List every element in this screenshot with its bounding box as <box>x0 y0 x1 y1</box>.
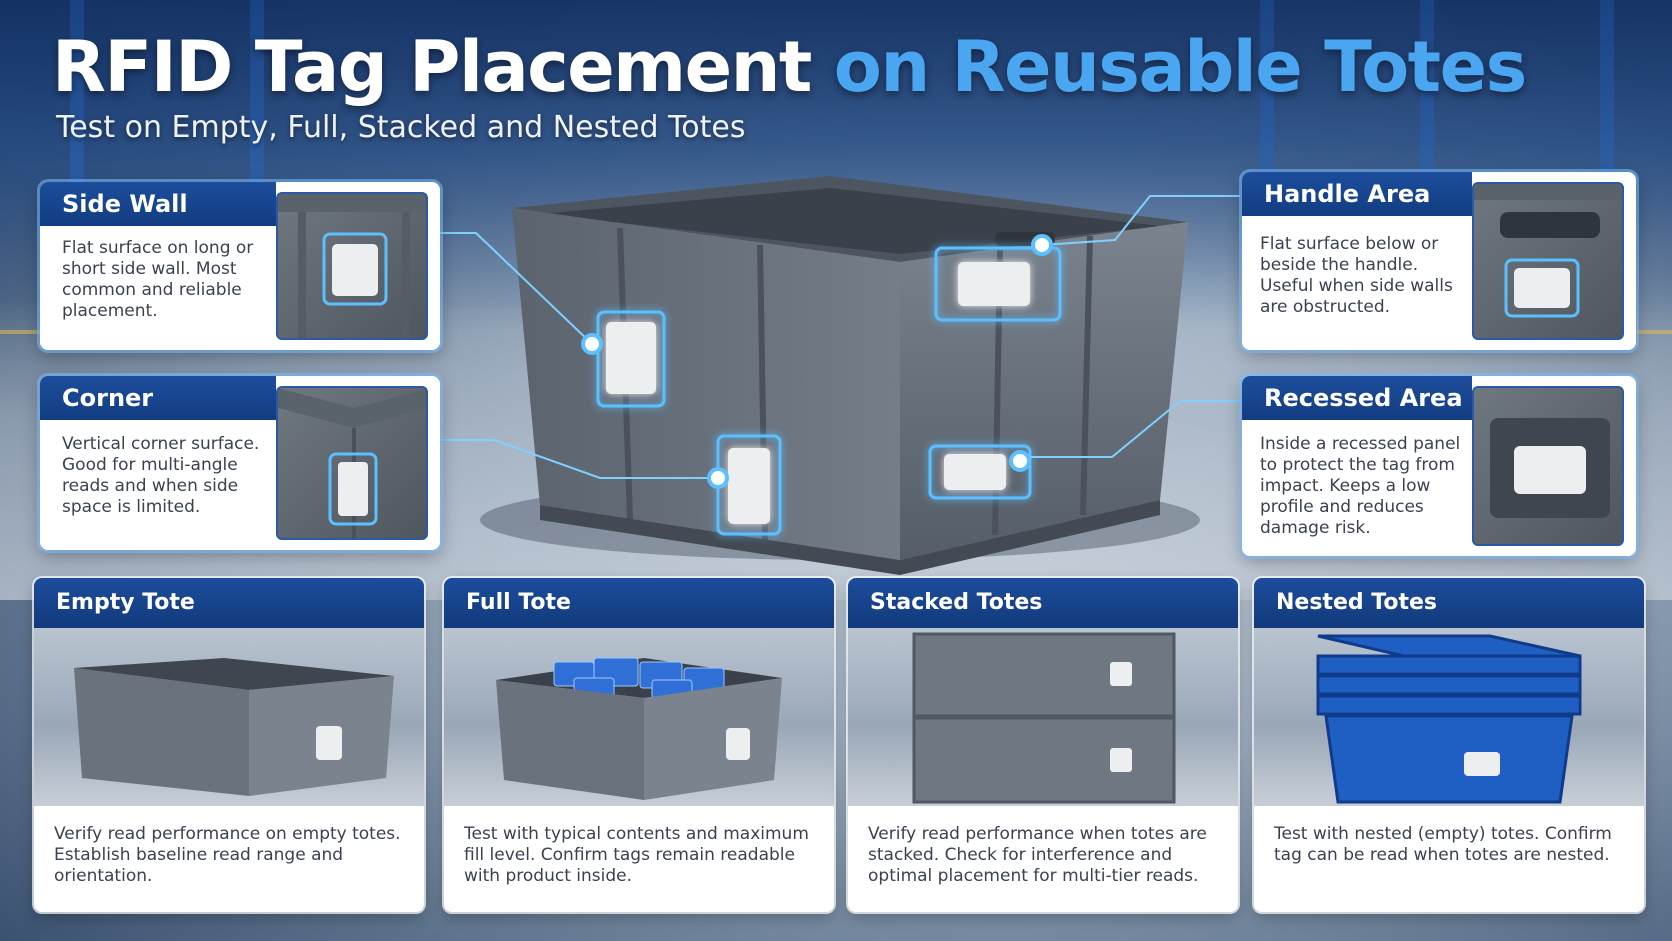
empty-tote-image <box>34 628 424 806</box>
page-subtitle: Test on Empty, Full, Stacked and Nested … <box>56 110 746 145</box>
scenario-nested-totes-text: Test with nested (empty) totes. Confirm … <box>1274 824 1612 865</box>
tag-side-wall-glow <box>596 310 666 408</box>
nested-totes-illustration <box>1316 634 1582 804</box>
side-wall-thumbnail <box>276 192 428 340</box>
callout-recessed-area: Recessed Area Inside a recessed panel to… <box>1242 376 1636 556</box>
callout-corner-text: Vertical corner surface. Good for multi-… <box>62 434 260 517</box>
scenario-full-tote: Full Tote Test with typical contents and… <box>444 578 834 912</box>
rfid-tag-side-wall <box>606 322 656 394</box>
tote-base <box>540 500 1160 575</box>
scenario-full-tote-text: Test with typical contents and maximum f… <box>464 824 809 886</box>
scenario-empty-tote: Empty Tote Verify read performance on em… <box>34 578 424 912</box>
title-part-2: on Reusable Totes <box>833 26 1528 108</box>
connector-corner <box>440 439 718 479</box>
handle-area-thumbnail <box>1472 182 1624 340</box>
callout-side-wall-text: Flat surface on long or short side wall.… <box>62 238 254 321</box>
scenario-stacked-totes: Stacked Totes Verify read performance wh… <box>848 578 1238 912</box>
full-tote-illustration <box>496 657 782 800</box>
title-part-1: RFID Tag Placement <box>52 26 812 108</box>
stacked-totes-illustration <box>912 632 1176 804</box>
scenario-stacked-totes-title: Stacked Totes <box>848 578 1238 628</box>
scenario-stacked-totes-text: Verify read performance when totes are s… <box>868 824 1207 886</box>
scenario-empty-tote-title: Empty Tote <box>34 578 424 628</box>
floor-marking <box>0 330 40 334</box>
rfid-tag-recessed <box>944 454 1006 490</box>
handle-area-thumb-illustration <box>1474 184 1622 318</box>
rfid-tag-corner <box>728 448 770 524</box>
corner-thumbnail <box>276 386 428 540</box>
callout-recessed-area-text: Inside a recessed panel to protect the t… <box>1260 434 1461 538</box>
tag-recessed-glow <box>928 444 1032 500</box>
callout-side-wall-title: Side Wall <box>40 182 276 226</box>
page-title: RFID Tag Placement on Reusable Totes <box>52 26 1528 108</box>
stacked-totes-image <box>848 628 1238 806</box>
full-tote-image <box>444 628 834 806</box>
scenario-nested-totes-title: Nested Totes <box>1254 578 1644 628</box>
callout-corner: Corner Vertical corner surface. Good for… <box>40 376 440 550</box>
callout-handle-area-title: Handle Area <box>1242 172 1472 216</box>
callout-recessed-area-title: Recessed Area <box>1242 376 1472 420</box>
corner-thumb-illustration <box>278 388 426 538</box>
recessed-area-thumb-illustration <box>1490 418 1610 518</box>
scenario-empty-tote-text: Verify read performance on empty totes. … <box>54 824 401 886</box>
connector-recessed <box>1020 400 1242 458</box>
connector-handle <box>1041 195 1240 246</box>
recessed-area-thumbnail <box>1472 386 1624 546</box>
tote-left-wall <box>512 208 900 560</box>
empty-tote-illustration <box>74 658 394 796</box>
connector-side-wall <box>440 232 593 345</box>
connector-dots <box>581 234 1053 489</box>
callout-connectors <box>440 195 1242 479</box>
scenario-full-tote-title: Full Tote <box>444 578 834 628</box>
nested-totes-image <box>1254 628 1644 806</box>
callout-handle-area-text: Flat surface below or beside the handle.… <box>1260 234 1453 317</box>
scenario-nested-totes: Nested Totes Test with nested (empty) to… <box>1254 578 1644 912</box>
side-wall-thumb-illustration <box>278 194 426 338</box>
floor-marking <box>1630 330 1672 334</box>
rfid-tag-handle <box>958 262 1030 306</box>
callout-side-wall: Side Wall Flat surface on long or short … <box>40 182 440 350</box>
callout-corner-title: Corner <box>40 376 276 420</box>
tag-handle-glow <box>934 246 1062 322</box>
callout-handle-area: Handle Area Flat surface below or beside… <box>1242 172 1636 350</box>
